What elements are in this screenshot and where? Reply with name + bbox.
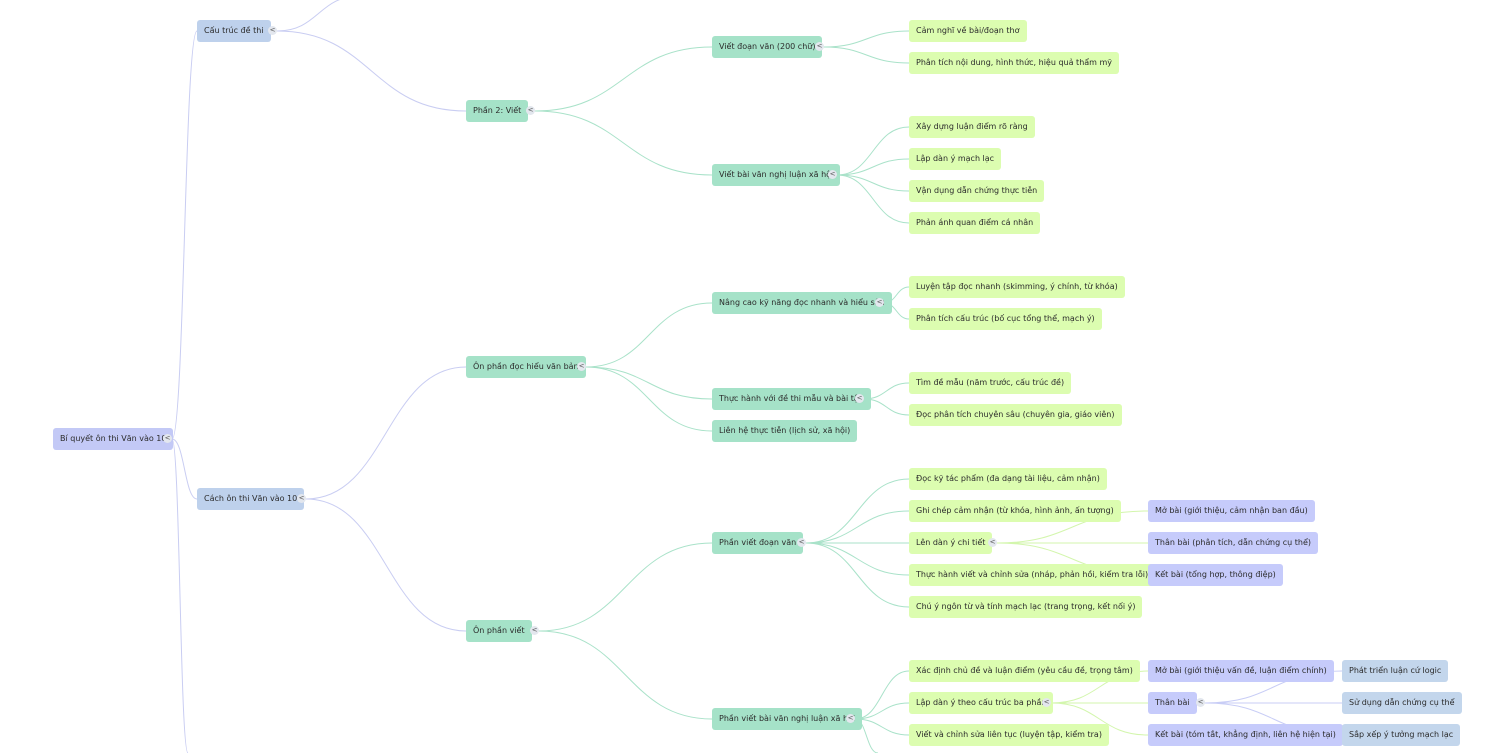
node-phat-trien[interactable]: Phát triển luận cứ logic (1342, 660, 1449, 682)
node-xac-dinh[interactable]: Xác định chủ đề và luận điểm (yêu cầu đề… (909, 660, 1140, 682)
connector-line (538, 630, 713, 720)
connector-line (585, 302, 713, 368)
node-phan-viet-nlxh[interactable]: Phần viết bài văn nghị luận xã hội (712, 708, 863, 730)
collapse-toggle-icon[interactable]: < (855, 394, 864, 403)
connector-line (996, 510, 1149, 544)
node-chu-y[interactable]: Chú ý ngôn từ và tính mạch lạc (trang tr… (909, 596, 1143, 618)
node-doc-phan-tich[interactable]: Đọc phân tích chuyên sâu (chuyên gia, gi… (909, 404, 1122, 426)
node-nang-cao[interactable]: Nâng cao kỹ năng đọc nhanh và hiểu sâu (712, 292, 892, 314)
node-phan-tich-noi-dung[interactable]: Phân tích nội dung, hình thức, hiệu quả … (909, 52, 1120, 74)
collapse-toggle-icon[interactable]: < (163, 434, 172, 443)
connector-line (276, 30, 467, 112)
connector-line (805, 478, 910, 544)
connector-line (805, 542, 910, 576)
collapse-toggle-icon[interactable]: < (530, 626, 539, 635)
node-ghi-chep[interactable]: Ghi chép cảm nhận (từ khóa, hình ảnh, ấn… (909, 500, 1121, 522)
node-than-bai-2[interactable]: Thân bài (1148, 692, 1197, 714)
connector-line (854, 702, 910, 720)
node-on-phan-viet[interactable]: Ôn phần viết (466, 620, 532, 642)
node-than-bai-1[interactable]: Thân bài (phân tích, dẫn chứng cụ thể) (1148, 532, 1319, 554)
node-thuc-hanh-viet[interactable]: Thực hành viết và chỉnh sửa (nháp, phản … (909, 564, 1156, 586)
connector-line (534, 110, 713, 176)
node-lap-dan-y-mach-lac[interactable]: Lập dàn ý mạch lạc (909, 148, 1002, 170)
node-root[interactable]: Bí quyết ôn thi Văn vào 10 (53, 428, 174, 450)
collapse-toggle-icon[interactable]: < (297, 494, 306, 503)
node-cam-nghi[interactable]: Cảm nghĩ về bài/đoạn thơ (909, 20, 1027, 42)
node-luyen-tap[interactable]: Luyện tập đọc nhanh (skimming, ý chính, … (909, 276, 1125, 298)
connector-line (534, 46, 713, 112)
node-tim-de[interactable]: Tìm đề mẫu (năm trước, cấu trúc đề) (909, 372, 1072, 394)
connector-line (805, 542, 910, 608)
node-len-dan-y[interactable]: Lên dàn ý chi tiết (909, 532, 993, 554)
collapse-toggle-icon[interactable]: < (1196, 698, 1205, 707)
node-lien-he[interactable]: Liên hệ thực tiễn (lịch sử, xã hội) (712, 420, 858, 442)
connector-line (823, 46, 910, 64)
node-phan-viet-doan-van[interactable]: Phần viết đoạn văn (712, 532, 804, 554)
connector-line (538, 542, 713, 632)
collapse-toggle-icon[interactable]: < (988, 538, 997, 547)
node-viet-bai-nlxh[interactable]: Viết bài văn nghị luận xã hội (712, 164, 841, 186)
connector-line (276, 0, 341, 32)
collapse-toggle-icon[interactable]: < (1042, 698, 1051, 707)
node-su-dung[interactable]: Sử dụng dẫn chứng cụ thể (1342, 692, 1462, 714)
node-ket-bai-1[interactable]: Kết bài (tổng hợp, thông điệp) (1148, 564, 1283, 586)
node-sap-xep[interactable]: Sắp xếp ý tưởng mạch lạc (1342, 724, 1461, 746)
connector-line (823, 30, 910, 48)
collapse-toggle-icon[interactable]: < (828, 170, 837, 179)
node-phan-anh[interactable]: Phản ánh quan điểm cá nhân (909, 212, 1041, 234)
connector-line (854, 670, 910, 720)
connector-line (585, 366, 713, 400)
node-xay-dung[interactable]: Xây dựng luận điểm rõ ràng (909, 116, 1035, 138)
connector-line (836, 174, 910, 192)
node-viet-doan-van[interactable]: Viết đoạn văn (200 chữ) (712, 36, 823, 58)
collapse-toggle-icon[interactable]: < (797, 538, 806, 547)
connector-line (836, 126, 910, 176)
node-doc-ky[interactable]: Đọc kỹ tác phẩm (đa dạng tài liệu, cảm n… (909, 468, 1107, 490)
connector-line (1050, 702, 1149, 736)
node-mo-bai-1[interactable]: Mở bài (giới thiệu, cảm nhận ban đầu) (1148, 500, 1315, 522)
connector-line (171, 30, 198, 440)
connector-line (305, 366, 467, 500)
connector-line (836, 158, 910, 176)
node-van-dung[interactable]: Vận dụng dẫn chứng thực tiễn (909, 180, 1045, 202)
collapse-toggle-icon[interactable]: < (846, 714, 855, 723)
connector-line (171, 438, 198, 500)
connector-line (836, 174, 910, 224)
collapse-toggle-icon[interactable]: < (875, 298, 884, 307)
node-viet-chinh-sua[interactable]: Viết và chỉnh sửa liên tục (luyện tập, k… (909, 724, 1109, 746)
connector-line (585, 366, 713, 432)
node-cau-truc-de-thi[interactable]: Cấu trúc đề thi (197, 20, 271, 42)
node-cach-on-thi[interactable]: Cách ôn thi Văn vào 10 (197, 488, 305, 510)
node-phan-tich-cau-truc[interactable]: Phân tích cấu trúc (bố cục tổng thể, mạc… (909, 308, 1102, 330)
node-phan-2-viet[interactable]: Phần 2: Viết (466, 100, 529, 122)
node-mo-bai-2[interactable]: Mở bài (giới thiệu vấn đề, luận điểm chí… (1148, 660, 1334, 682)
connector-line (171, 438, 189, 753)
collapse-toggle-icon[interactable]: < (268, 26, 277, 35)
node-lap-dan-y-ba-phan[interactable]: Lập dàn ý theo cấu trúc ba phần (909, 692, 1054, 714)
node-on-doc-hieu[interactable]: Ôn phần đọc hiểu văn bản (466, 356, 586, 378)
connector-line (305, 498, 467, 632)
node-thuc-hanh[interactable]: Thực hành với đề thi mẫu và bài tập (712, 388, 871, 410)
connector-line (805, 510, 910, 544)
collapse-toggle-icon[interactable]: < (577, 362, 586, 371)
collapse-toggle-icon[interactable]: < (526, 106, 535, 115)
node-ket-bai-2[interactable]: Kết bài (tóm tắt, khẳng định, liên hệ hi… (1148, 724, 1343, 746)
collapse-toggle-icon[interactable]: < (815, 42, 824, 51)
